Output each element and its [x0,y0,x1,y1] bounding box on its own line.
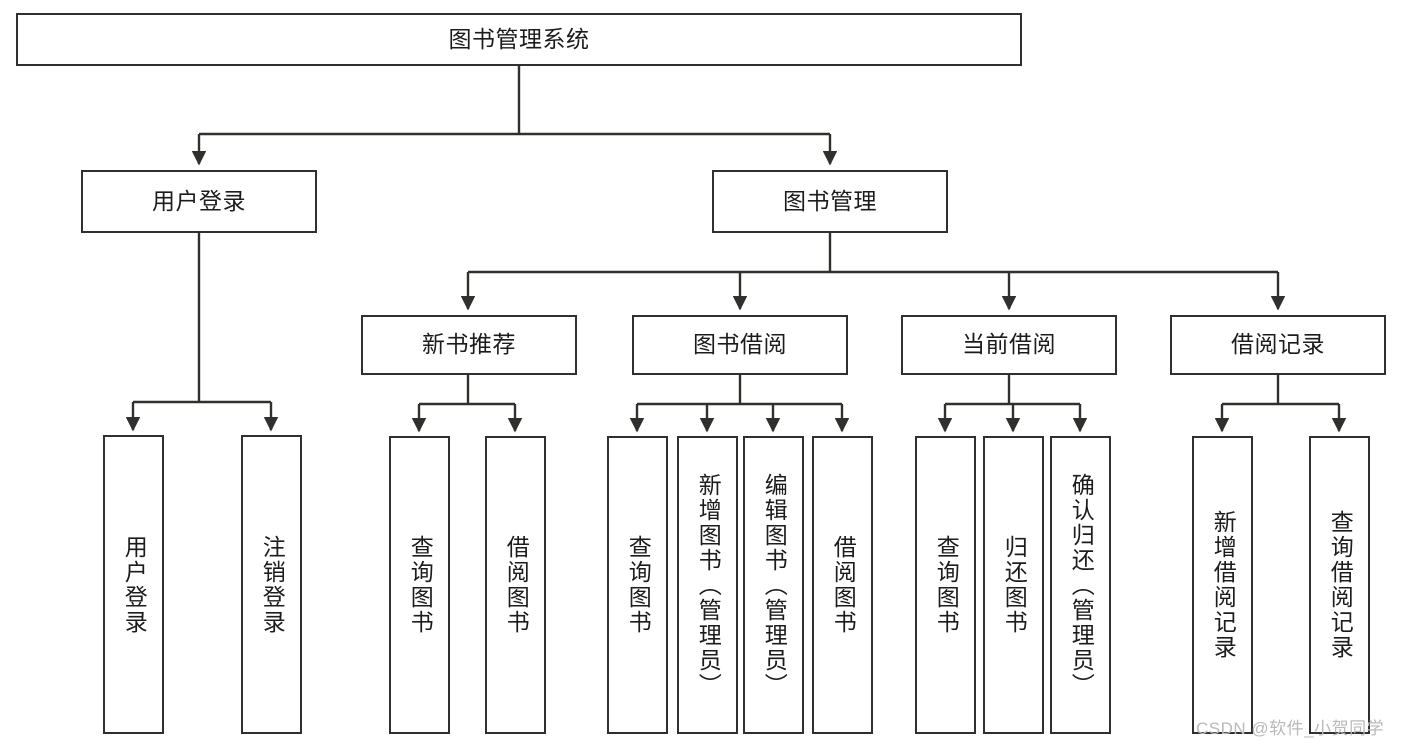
leaf-logout[interactable]: 注销登录 [241,435,302,734]
node-new-book-recommend[interactable]: 新书推荐 [361,315,577,375]
leaf-borrow-book-recommend[interactable]: 借阅图书 [485,436,546,734]
node-label: 查询图书 [407,535,434,635]
node-label: 当前借阅 [962,331,1056,358]
leaf-confirm-return-admin[interactable]: 确认归还（管理员） [1050,436,1111,734]
leaf-query-book-recommend[interactable]: 查询图书 [389,436,450,734]
leaf-add-borrow-record[interactable]: 新增借阅记录 [1192,436,1253,734]
node-borrow-records[interactable]: 借阅记录 [1170,315,1386,375]
node-label: 确认归还（管理员） [1068,472,1095,698]
node-label: 注销登录 [259,534,286,635]
node-label: 借阅图书 [830,535,857,635]
node-label: 图书借阅 [693,331,787,358]
node-current-borrow[interactable]: 当前借阅 [901,315,1117,375]
leaf-query-book-current[interactable]: 查询图书 [915,436,976,734]
node-label: 查询图书 [625,535,652,635]
leaf-query-borrow-record[interactable]: 查询借阅记录 [1309,436,1370,734]
leaf-add-book-admin[interactable]: 新增图书（管理员） [677,436,738,734]
leaf-query-book[interactable]: 查询图书 [607,436,668,734]
node-book-management[interactable]: 图书管理 [712,170,948,233]
node-book-borrow[interactable]: 图书借阅 [632,315,848,375]
node-label: 借阅图书 [503,535,530,635]
node-label: 用户登录 [152,187,246,214]
node-label: 新书推荐 [422,331,516,358]
node-label: 编辑图书（管理员） [761,472,788,698]
node-label: 查询图书 [933,535,960,635]
node-root-book-management-system[interactable]: 图书管理系统 [16,13,1022,66]
leaf-edit-book-admin[interactable]: 编辑图书（管理员） [743,436,804,734]
node-label: 新增图书（管理员） [695,472,722,698]
leaf-user-login[interactable]: 用户登录 [103,435,164,734]
node-label: 用户登录 [121,534,148,635]
node-label: 归还图书 [1001,535,1028,635]
node-user-login[interactable]: 用户登录 [81,170,317,233]
node-label: 图书管理 [783,187,877,214]
node-label: 查询借阅记录 [1327,510,1354,660]
node-label: 新增借阅记录 [1210,510,1237,660]
node-label: 借阅记录 [1231,331,1325,358]
leaf-borrow-book[interactable]: 借阅图书 [812,436,873,734]
leaf-return-book[interactable]: 归还图书 [983,436,1044,734]
node-label: 图书管理系统 [448,25,590,52]
